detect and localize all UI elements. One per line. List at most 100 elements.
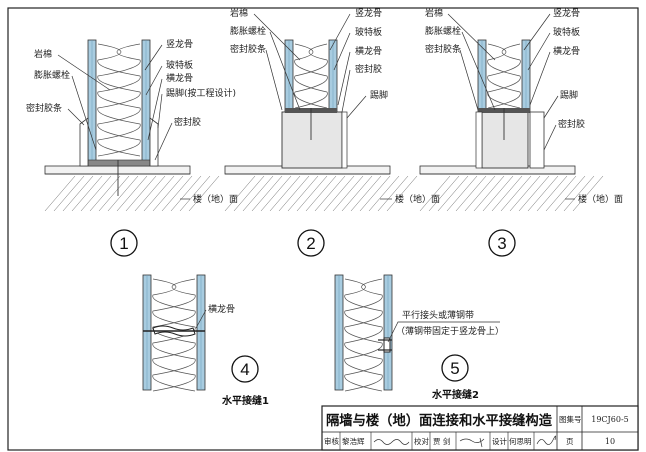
floor-hatch [545,175,577,212]
skirting [79,117,89,167]
floor-hatch [287,175,319,212]
label-sealant: 密封胶 [174,116,201,128]
detail-3: 岩棉 膨胀螺栓 密封胶条 竖龙骨 玻特板 横龙骨 踢脚 密封胶 楼（地）面 3 [425,7,623,257]
label-floor: 楼（地）面 [578,193,623,205]
leader-line [67,108,85,126]
floor-hatch [305,175,337,212]
floor-hatch [161,175,193,212]
rock-wool-insulation [294,43,328,109]
horizontal-keel [87,159,151,167]
detail-number-circle [441,354,469,382]
label-rock-wool: 岩棉 [425,7,443,19]
atlas-label: 图集号 [559,414,582,424]
rock-wool-insulation [487,43,521,109]
leader-line [333,32,351,71]
leader-line [253,13,301,61]
leader-line [195,309,207,329]
checker-signature [459,437,485,448]
floor-hatch [179,175,211,212]
floor-hatch [278,175,310,212]
floor-hatch [125,175,157,212]
label-skirting: 踢脚 [560,90,578,101]
floor-hatch [368,175,400,212]
label-sealant: 密封胶 [355,63,382,75]
detail-number-circle [297,229,325,257]
floor-hatch [536,175,568,212]
floor-hatch [509,175,541,212]
leader-line [71,75,97,151]
floor-hatch [341,175,373,212]
sheet-border [7,7,639,451]
reviewer-signature [373,439,410,445]
detail-number: 4 [240,360,249,379]
label-horizontal-keel: 横龙骨 [553,45,580,57]
floor-hatch [482,175,514,212]
leader-line [57,54,111,91]
rock-wool-insulation [344,278,383,392]
floor-hatch [491,175,523,212]
detail-5: 平行接头或薄钢带 （薄钢带固定于竖龙骨上） 5 水平接缝2 [396,309,504,401]
floor-hatch [518,175,550,212]
label-note: （薄钢带固定于竖龙骨上） [396,325,504,337]
leader-line [461,31,496,111]
leader-line [543,124,557,151]
concrete-curb [281,111,343,169]
skirting [475,111,483,169]
skirting [149,117,159,167]
rock-wool-insulation [294,43,328,109]
detail-1: 岩棉 膨胀螺栓 密封胶条 竖龙骨 玻特板 横龙骨 踢脚(按工程设计) 密封胶 楼… [26,38,238,257]
atlas-number: 19CJ60-5 [591,415,628,424]
label-expansion-bolt: 膨胀螺栓 [34,69,70,81]
floor-hatch [572,175,604,212]
detail-caption: 水平接缝2 [431,388,479,401]
label-horizontal-keel: 横龙骨 [355,45,382,57]
rock-wool-insulation [97,43,141,157]
rock-wool-insulation [97,43,141,157]
label-rock-wool: 岩棉 [34,48,52,60]
floor-hatch [71,175,103,212]
label-seal-strip: 密封胶条 [230,43,266,55]
label-expansion-bolt: 膨胀螺栓 [230,25,266,37]
label-horizontal-keel: 横龙骨 [166,72,193,84]
floor-hatch [98,175,130,212]
floor-hatch [419,175,451,212]
page-number: 10 [605,437,615,446]
floor-hatch [527,175,559,212]
label-seal-strip: 密封胶条 [26,102,62,114]
floor-hatch [143,175,175,212]
floor-hatch [116,175,148,212]
floor-hatch [224,175,256,212]
label-seal-strip: 密封胶条 [425,43,461,55]
leader-line [154,122,173,161]
detail-number-circle [231,355,259,383]
drawing-title: 隔墙与楼（地）面连接和水平接缝构造 [326,412,552,429]
leader-line [459,49,479,111]
floor-hatch [80,175,112,212]
floor-hatch [260,175,292,212]
leader-line [341,69,351,113]
leader-line [543,95,559,119]
design-label: 设计 [492,436,507,446]
floor-hatch [464,175,496,212]
floor-hatch [386,175,418,212]
label-skirting: 踢脚 [370,90,388,101]
title-block: 隔墙与楼（地）面连接和水平接缝构造 图集号 19CJ60-5 审核 黎浩辉 校对… [321,405,639,451]
detail-number-circle [110,229,138,257]
floor-hatch [296,175,328,212]
label-vertical-keel: 竖龙骨 [553,7,580,19]
leader-line [269,31,301,111]
concrete-curb [481,111,529,169]
leader-line [145,65,163,96]
label-vertical-keel: 竖龙骨 [355,7,382,19]
label-board: 玻特板 [355,26,382,38]
floor-hatch [44,175,76,212]
rock-wool-insulation [487,43,521,109]
detail-4: 横龙骨 4 水平接缝1 [208,303,269,407]
leader-line [387,321,500,343]
label-joint: 平行接头或薄钢带 [402,309,474,321]
floor-hatch [170,175,202,212]
label-rock-wool: 岩棉 [230,7,248,19]
label-floor: 楼（地）面 [395,193,440,205]
label-floor: 楼（地）面 [193,193,238,205]
